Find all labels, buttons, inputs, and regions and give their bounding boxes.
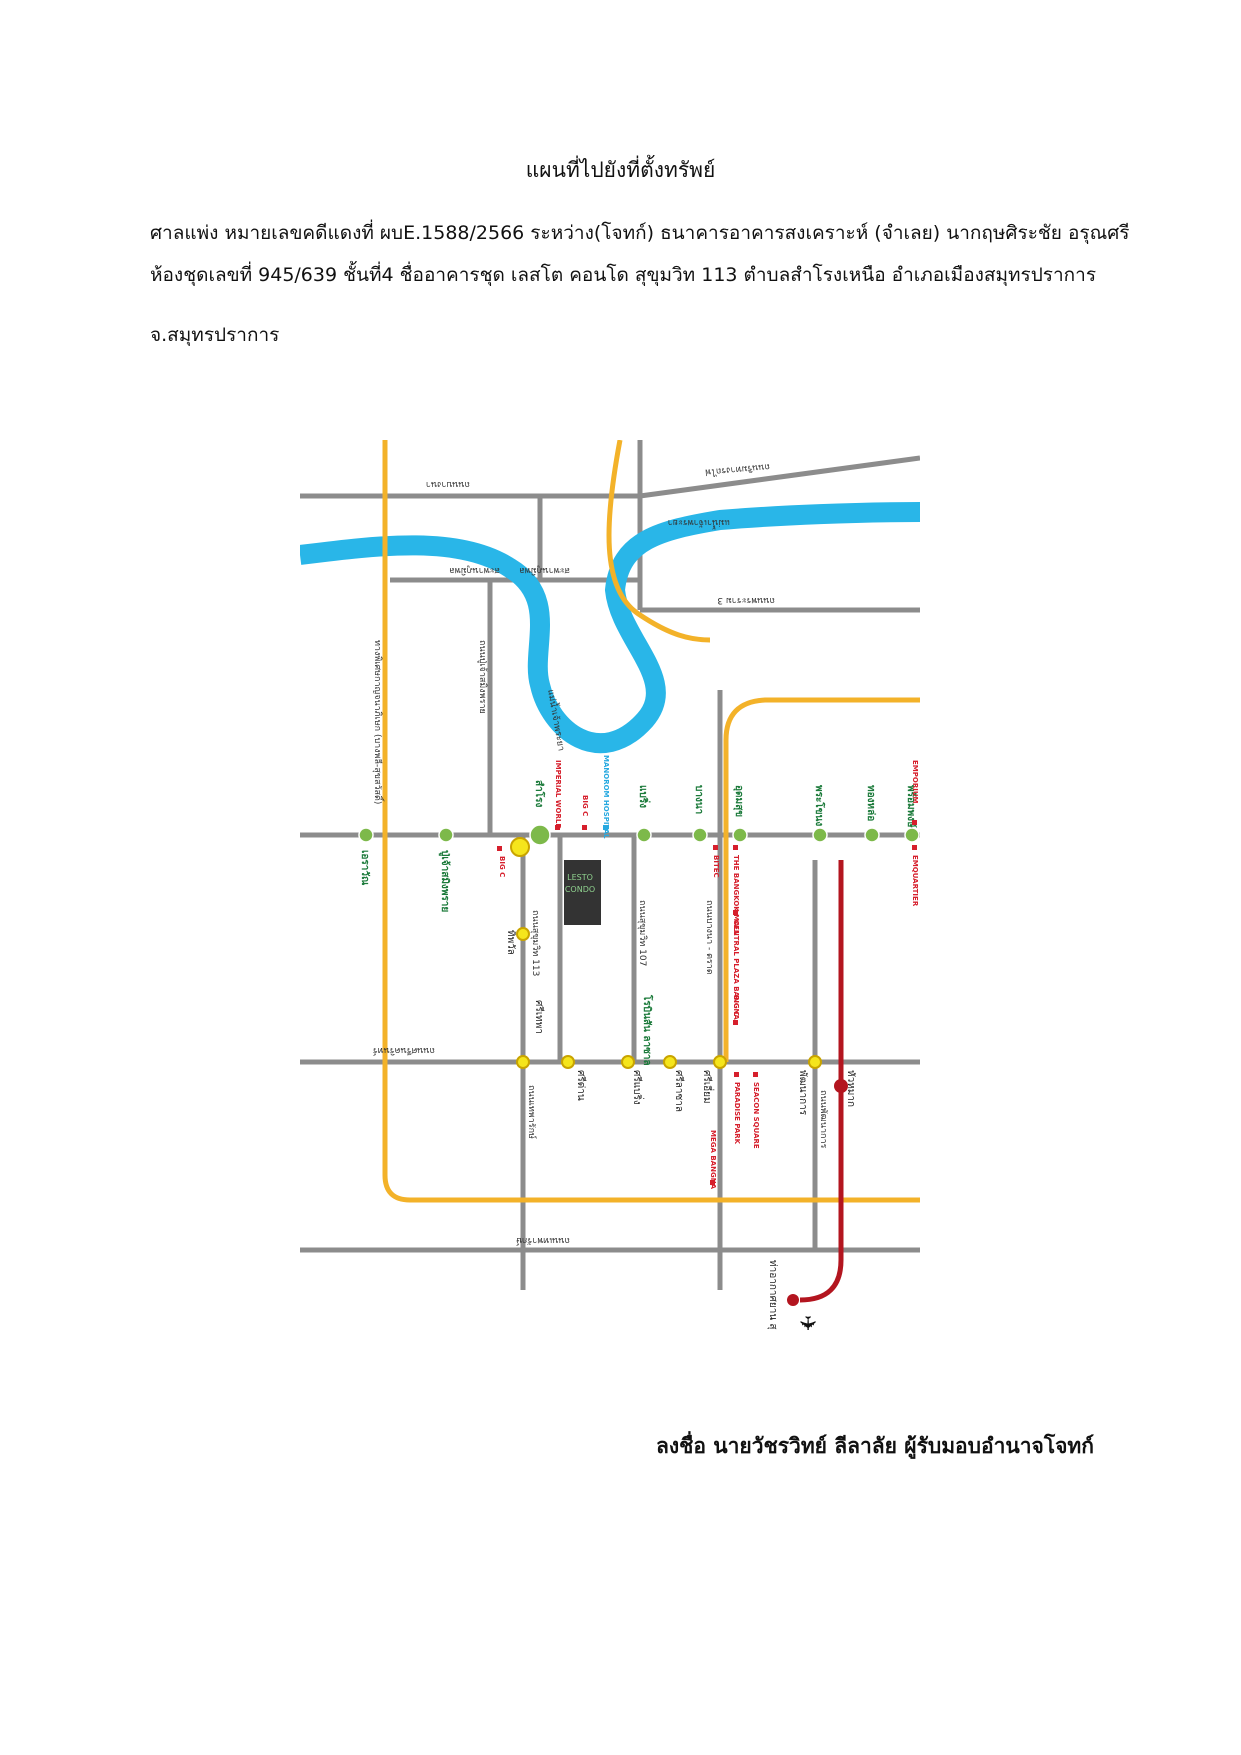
label-udomsuk: อุดมสุข [733, 785, 744, 817]
signature-line: ลงชื่อ นายวัชรวิทย์ ลีลาลัย ผู้รับมอบอำน… [655, 1434, 1094, 1458]
poi-marker-mall [733, 845, 738, 850]
label-manorom: MANOROM HOSPITAL [602, 755, 610, 839]
label-bridge-left: สะพานภูมิพล [449, 565, 500, 576]
poi-marker-bitec [713, 845, 718, 850]
label-srilasalle: ศรีลาซาล [673, 1070, 685, 1112]
bangna-trad-line [723, 697, 920, 1062]
expressway [382, 440, 920, 1203]
station-sribearing [621, 1055, 635, 1069]
station-udomsuk [732, 827, 748, 843]
label-phatthana: ถนนพัฒนาการ [818, 1090, 828, 1149]
station-sriam [713, 1055, 727, 1069]
label-erawan: เอราวัณ [359, 850, 371, 886]
label-bearing: แบริ่ง [637, 785, 651, 808]
label-emquartier: EMQUARTIER [911, 855, 919, 907]
station-phrakhanong [812, 827, 828, 843]
label-central: CENTRAL PLAZA BANGNA [732, 920, 740, 1020]
poi-marker-seacon [753, 1072, 758, 1077]
unit-line: ห้องชุดเลขที่ 945/639 ชั้นที่4 ชื่ออาคาร… [150, 264, 1097, 286]
label-thepharak: ถนนเทพารักษ์ [526, 1085, 538, 1139]
label-bangna-trad: ถนนบางนา - ตราด [704, 900, 714, 975]
station-samrong-yellow [510, 837, 530, 857]
label-bridge-right: สะพานภูมิพล [519, 565, 570, 576]
road-top-right [639, 455, 920, 499]
river [300, 502, 920, 754]
station-srithepha [516, 1055, 530, 1069]
label-bigc3: BIG C [732, 995, 740, 1016]
label-airport: ท่าอากาศยาน สุวรรณภูมิ [767, 1260, 778, 1330]
label-road3: ถนนพระราม 3 [717, 595, 775, 605]
label-sridan: ศรีด่าน [575, 1070, 587, 1101]
label-thonglor: ทองหล่อ [865, 785, 877, 821]
station-samrong [529, 824, 551, 846]
poi-marker-imperial [555, 825, 560, 830]
label-samrong: สำโรง [533, 780, 546, 807]
station-erawan [358, 827, 374, 843]
label-soi113: ถนนสุขุมวิท 113 [530, 910, 541, 976]
location-map: LESTO CONDO ถนนบางนา ถนนริมทางรถไฟ แม่น้… [300, 440, 920, 1330]
label-sribearing: ศรีแบริ่ง [631, 1070, 645, 1105]
label-river-top: แม่น้ำเจ้าพระยา [668, 517, 730, 530]
expressway-curve [606, 440, 711, 643]
station-phatthanakan [808, 1055, 822, 1069]
case-line: ศาลแพ่ง หมายเลขคดีแดงที่ ผบE.1588/2566 ร… [150, 222, 1130, 244]
label-paradise: PARADISE PARK [733, 1082, 741, 1145]
province-line: จ.สมุทรปราการ [150, 324, 280, 346]
bts-stations [358, 824, 920, 846]
station-sridan [561, 1055, 575, 1069]
yellow-lines [382, 440, 920, 1203]
airplane-icon: ✈ [794, 1315, 819, 1330]
condo-logo-line1: LESTO [567, 873, 593, 882]
poi-marker-manorom [603, 825, 608, 830]
label-sriam: ศรีเอี่ยม [701, 1070, 715, 1104]
label-bigc1: BIG C [581, 795, 589, 816]
label-bitec: BITEC [712, 855, 720, 878]
label-srithepha: ศรีเทพา [533, 1000, 545, 1034]
poi-marker-mega [710, 1180, 715, 1185]
yellow-stations [510, 837, 822, 1069]
label-pu-chao-station: ปู่เจ้าสมิงพราย [438, 850, 451, 912]
label-imperial: IMPERIAL WORLD [554, 760, 562, 829]
station-pu-chao [438, 827, 454, 843]
poi-marker-emporium [912, 820, 917, 825]
label-road-top: ถนนบางนา [426, 479, 470, 489]
label-phrakhanong: พระโขนง [813, 785, 826, 826]
label-seacon: SEACON SQUARE [752, 1082, 760, 1149]
label-bottom: ถนนเทพารักษ์ [516, 1235, 570, 1247]
poi-marker-central [733, 910, 738, 915]
station-thipphawan [516, 927, 530, 941]
poi-marker-bigc1 [582, 825, 587, 830]
station-thonglor [864, 827, 880, 843]
label-pu-chao: ถนนปู่เจ้าสมิงพราย [477, 640, 488, 714]
label-expressway: ทางพิเศษกาญจนาภิเษก (บางพลี-สุขสวัสดิ์) [372, 640, 385, 804]
airport-rail [799, 860, 844, 1303]
station-phromphong [904, 827, 920, 843]
condo-logo [564, 860, 601, 925]
poi-marker-bigc-left [497, 846, 502, 851]
label-bangkok-mall: THE BANGKOK MALL [732, 855, 740, 936]
label-emporium: EMPORIUM [911, 760, 919, 804]
station-bearing [636, 827, 652, 843]
label-mega: MEGA BANGNA [709, 1130, 717, 1190]
label-srinakarin: ถนนศรีนครินทร์ [373, 1045, 435, 1057]
label-phromphong: พร้อมพงษ์ [905, 785, 917, 828]
label-bangna: บางนา [693, 785, 704, 814]
label-robinson: โรบินสัน ลาซาล [641, 994, 654, 1066]
page-title: แผนที่ไปยังที่ตั้งทรัพย์ [525, 158, 716, 182]
poi-marker-emquartier [912, 845, 917, 850]
label-thipphawan: ทิพวัล [505, 930, 516, 955]
label-road-top-right: ถนนริมทางรถไฟ [705, 461, 771, 478]
label-soi107: ถนนสุขุมวิท 107 [637, 900, 648, 966]
label-phatthanakan: พัฒนาการ [797, 1070, 808, 1116]
hua-mak-station [834, 1079, 848, 1093]
condo-logo-line2: CONDO [565, 885, 595, 894]
poi-marker-paradise [734, 1072, 739, 1077]
station-srilasalle [663, 1055, 677, 1069]
label-bigc-left: BIG C [498, 856, 506, 877]
station-bangna [692, 827, 708, 843]
airport-station [787, 1294, 799, 1306]
poi-marker-bigc3 [733, 1020, 738, 1025]
label-huamak: หัวหมาก [845, 1070, 856, 1107]
